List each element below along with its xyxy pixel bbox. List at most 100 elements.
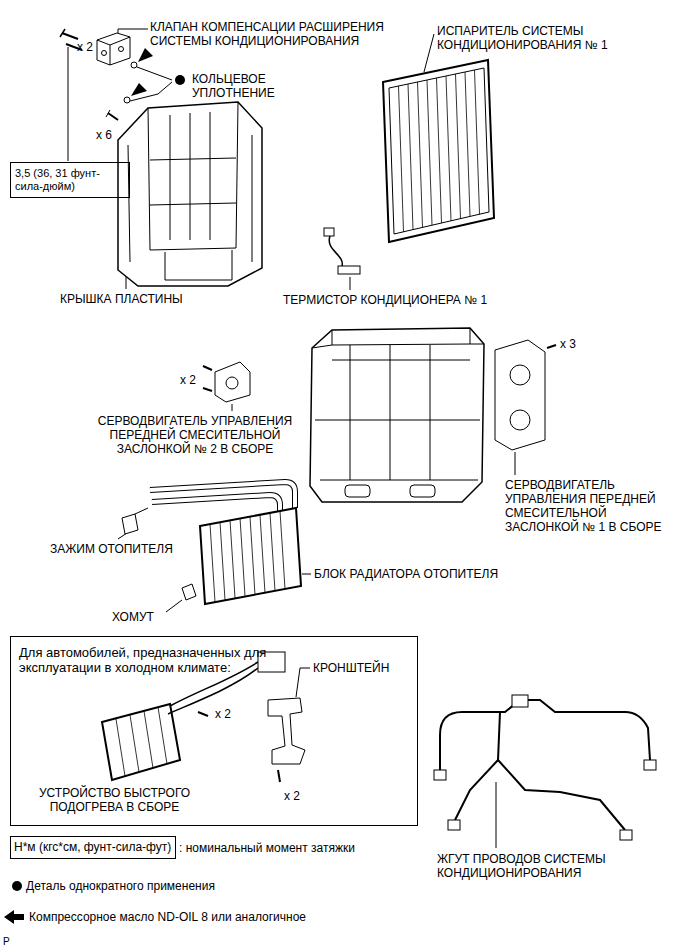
- thermistor: [338, 266, 360, 274]
- oil-arrow: [4, 910, 24, 924]
- screw: [278, 770, 280, 782]
- heater-case: [312, 328, 484, 348]
- heater-clip: [122, 508, 148, 534]
- wire-harness: [455, 712, 500, 820]
- screw: [203, 366, 212, 391]
- part-name: КОЛЬЦЕВОЕ УПЛОТНЕНИЕ: [192, 72, 304, 100]
- screw: [108, 113, 118, 120]
- leader-line: [126, 276, 127, 289]
- quantity-label: x 2: [77, 40, 93, 54]
- heater-core: [200, 508, 301, 604]
- leader-line: [232, 404, 233, 411]
- quick-heater: [102, 704, 180, 780]
- part-name: КРОНШТЕЙН: [313, 661, 389, 675]
- quantity-label: x 6: [96, 128, 112, 142]
- part-name: КРЫШКА ПЛАСТИНЫ: [60, 292, 183, 306]
- thermistor: [324, 228, 334, 236]
- screw: [198, 712, 280, 782]
- o-ring: [131, 62, 137, 68]
- plate-cover: [165, 250, 232, 280]
- leader-line: [137, 67, 172, 80]
- part-name: ИСПАРИТЕЛЬ СИСТЕМЫ КОНДИЦИОНИРОВАНИЯ № 1: [437, 24, 642, 52]
- wire-harness: [440, 700, 650, 770]
- quantity-label: x 3: [560, 337, 576, 351]
- servo-motor: [510, 410, 530, 430]
- servo-motor: [215, 362, 250, 402]
- heater-pipe: [152, 495, 280, 512]
- single-use-dot: [175, 75, 185, 85]
- leader-line: [515, 452, 516, 475]
- box-text: Для автомобилей, предназначенных для экс…: [19, 645, 339, 676]
- servo-motor: [215, 362, 250, 402]
- screw: [106, 110, 118, 120]
- leader-line: [496, 782, 497, 848]
- heater-clip: [135, 508, 148, 514]
- servo-motor: [495, 340, 545, 450]
- evaporator: [383, 60, 494, 242]
- heater-core: [200, 508, 301, 604]
- heater-pipe: [152, 495, 280, 512]
- expansion-valve: [97, 37, 130, 65]
- connector: [512, 695, 528, 707]
- plate-cover: [150, 112, 236, 240]
- quick-heater: [116, 707, 167, 776]
- legend-text: Деталь однократного применения: [26, 879, 215, 893]
- bracket: [268, 698, 305, 764]
- oil-arrow: [138, 48, 153, 62]
- heater-case: [315, 345, 480, 480]
- figure-code: P: [3, 936, 10, 948]
- part-name: БЛОК РАДИАТОРА ОТОПИТЕЛЯ: [314, 567, 498, 581]
- screw: [198, 712, 208, 716]
- band-clamp: [182, 584, 196, 600]
- single-use-dot: [12, 881, 22, 891]
- expansion-valve: [119, 47, 124, 52]
- legend-text: : номинальный момент затяжки: [179, 841, 355, 855]
- torque-box: 3,5 (36, 31 фунт-сила-дюйм): [10, 162, 130, 198]
- part-name: СЕРВОДВИГАТЕЛЬ УПРАВЛЕНИЯ ПЕРЕДНЕЙ СМЕСИ…: [84, 414, 306, 456]
- leader-line: [118, 29, 148, 33]
- box-text: Н*м (кгс*см, фунт-сила-фут): [14, 840, 171, 854]
- heater-case: [310, 328, 484, 502]
- oil-arrow: [131, 48, 153, 96]
- quick-heater: [102, 704, 180, 780]
- plate-cover: [118, 102, 262, 286]
- bolt: [60, 29, 65, 37]
- leader-line: [68, 29, 515, 848]
- servo-motor: [495, 340, 545, 450]
- evaporator: [399, 70, 480, 232]
- box-text: 3,5 (36, 31 фунт-сила-дюйм): [15, 167, 125, 193]
- heater-case: [310, 328, 484, 502]
- connector: [448, 820, 460, 830]
- legend-text: Компрессорное масло ND-OIL 8 или аналоги…: [29, 910, 306, 924]
- heater-case: [410, 485, 435, 497]
- torque-unit-box: Н*м (кгс*см, фунт-сила-фут): [10, 836, 176, 859]
- part-name: ТЕРМИСТОР КОНДИЦИОНЕРА № 1: [283, 293, 487, 307]
- servo-motor: [226, 377, 238, 389]
- quantity-label: x 2: [180, 373, 196, 387]
- screw: [547, 345, 556, 348]
- heater-case: [345, 485, 370, 497]
- leader-line: [68, 47, 69, 161]
- screw: [203, 366, 212, 370]
- heater-pipe: [150, 482, 295, 512]
- oil-arrow: [131, 83, 147, 96]
- part-name: ЖГУТ ПРОВОДОВ СИСТЕМЫ КОНДИЦИОНИРОВАНИЯ: [437, 852, 632, 880]
- leader-line: [350, 277, 351, 290]
- leader-line: [424, 34, 434, 72]
- expansion-valve: [97, 33, 130, 65]
- expansion-valve: [102, 51, 107, 56]
- thermistor: [329, 236, 342, 266]
- o-ring: [124, 97, 130, 103]
- o-ring: [124, 62, 137, 103]
- part-name: ЗАЖИМ ОТОПИТЕЛЯ: [50, 542, 173, 556]
- part-name: СЕРВОДВИГАТЕЛЬ УПРАВЛЕНИЯ ПЕРЕДНЕЙ СМЕСИ…: [505, 478, 677, 535]
- screw: [203, 388, 212, 391]
- heater-core: [210, 511, 285, 602]
- part-name: ХОМУТ: [112, 610, 154, 624]
- band-clamp: [182, 584, 196, 600]
- quantity-label: x 2: [284, 789, 300, 803]
- plate-cover: [118, 102, 262, 286]
- quantity-label: x 2: [215, 707, 231, 721]
- part-name: КЛАПАН КОМПЕНСАЦИИ РАСШИРЕНИЯ СИСТЕМЫ КО…: [150, 20, 412, 48]
